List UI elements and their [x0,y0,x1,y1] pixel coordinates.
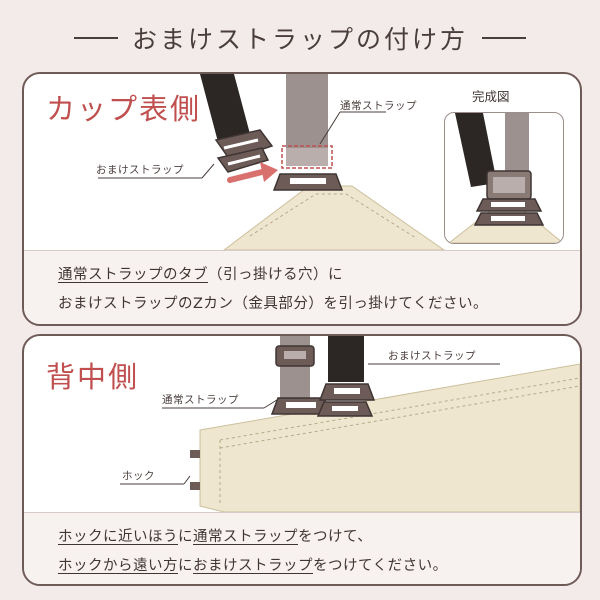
back-side-caption: ホックに近いほうに通常ストラップをつけて、 ホックから遠い方におまけストラップを… [24,512,580,584]
title-row: おまけストラップの付け方 [0,18,600,58]
title-dash-right [482,37,526,39]
label-bonus-strap: おまけストラップ [388,350,476,362]
title-dash-left [73,37,118,39]
inset-label: 完成図 [472,89,510,104]
hook-icon [190,450,200,490]
back-side-illustration [120,336,580,512]
cup-fabric [223,185,445,250]
bonus-strap-black [200,74,250,142]
completed-illustration [448,113,563,243]
label-regular-strap: 通常ストラップ [162,394,239,406]
completed-inset [444,112,564,244]
caption-line-1: ホックに近いほうに通常ストラップをつけて、 [58,529,373,545]
section-heading-cup-front: カップ表側 [46,92,202,126]
bonus-strap-black [328,336,364,382]
tab-highlight-box [281,145,333,169]
caption-line-2: ホックから遠い方におまけストラップをつけてください。 [58,558,448,574]
label-hook: ホック [122,470,155,482]
panel-cup-front: カップ表側 通常ストラップ [22,72,582,326]
caption-line-1: 通常ストラップのタブ（引っ掛ける穴）に [58,267,343,283]
cup-front-illustration [98,74,445,250]
label-bonus-strap: おまけストラップ [96,164,184,176]
cup-front-caption: 通常ストラップのタブ（引っ掛ける穴）に おまけストラップのZカン（金具部分）を引… [24,250,580,324]
section-heading-back-side: 背中側 [46,360,140,394]
regular-strap-gray [286,74,328,154]
page-title: おまけストラップの付け方 [131,25,468,54]
back-band-fabric [199,363,580,512]
panel-back-side: 背中側 おまけストラップ 通常ストラップ ホック [22,334,582,586]
arrow-icon [227,162,278,183]
z-hook [214,129,274,173]
label-regular-strap: 通常ストラップ [340,100,417,112]
strap-adjuster [272,173,344,191]
caption-line-2: おまけストラップのZカン（金具部分）を引っ掛けてください。 [58,296,488,312]
